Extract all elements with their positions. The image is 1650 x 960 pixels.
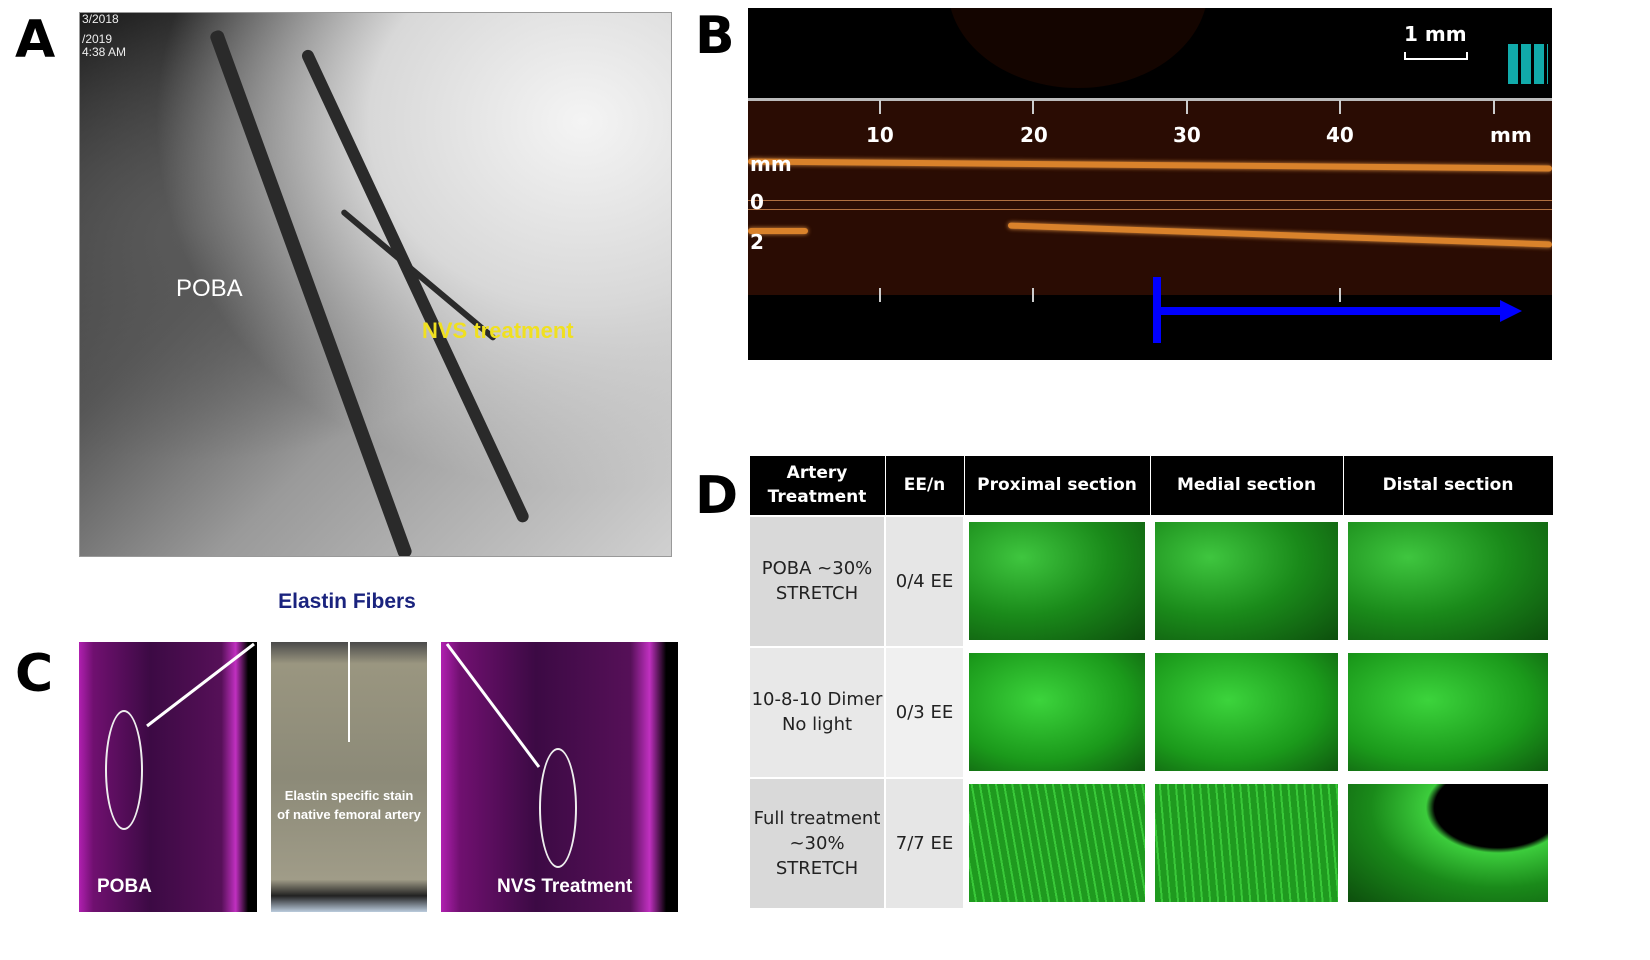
header-treatment: Artery Treatment	[748, 455, 886, 516]
proximal-image	[969, 784, 1145, 903]
x-tick-label: 20	[1020, 123, 1048, 147]
angiogram-image: 3/2018 /2019 4:38 AM POBA NVS treatment	[79, 12, 672, 557]
native-artery-stain-image: Elastin specific stain of native femoral…	[271, 642, 427, 912]
panel-label-b: B	[695, 6, 735, 66]
native-artery-caption: Elastin specific stain of native femoral…	[277, 788, 421, 822]
timestamp-line-3: 4:38 AM	[82, 45, 127, 59]
distal-image	[1348, 784, 1548, 903]
x-tick-label: 10	[866, 123, 894, 147]
nvs-treatment-label: NVS treatment	[422, 318, 574, 343]
medial-image	[1155, 522, 1338, 641]
y-axis-unit: mm	[750, 152, 792, 176]
een-cell: 7/7 EE	[884, 776, 965, 911]
y-tick-label: 0	[750, 190, 764, 214]
header-distal: Distal section	[1342, 455, 1554, 516]
distal-image	[1348, 522, 1548, 641]
medial-image	[1155, 784, 1338, 903]
panel-label-a: A	[15, 10, 56, 70]
blue-arrow	[1153, 307, 1503, 315]
header-proximal: Proximal section	[963, 455, 1151, 516]
oct-scan	[748, 100, 1552, 295]
poba-stain-label: POBA	[97, 876, 152, 897]
medial-image	[1155, 653, 1338, 772]
x-tick-label: 30	[1173, 123, 1201, 147]
panel-label-c: C	[15, 644, 54, 704]
een-cell: 0/3 EE	[884, 645, 965, 779]
timestamp-line-1: 3/2018	[82, 12, 119, 26]
timestamp-line-2: /2019	[82, 32, 113, 46]
treatment-cell: 10-8-10 Dimer No light	[748, 645, 886, 779]
header-een: EE/n	[884, 455, 965, 516]
proximal-image	[969, 522, 1145, 641]
table-row: 10-8-10 Dimer No light 0/3 EE	[748, 645, 1554, 779]
treatment-cell: Full treatment ~30% STRETCH	[748, 776, 886, 911]
poba-label: POBA	[176, 275, 243, 302]
arrow-head-icon	[1500, 300, 1522, 322]
panel-label-d: D	[695, 466, 739, 526]
pointer-arrows	[146, 642, 541, 768]
table-row: POBA ~30% STRETCH 0/4 EE	[748, 514, 1554, 648]
grid-icon	[1508, 44, 1548, 84]
elastin-fibers-title: Elastin Fibers	[278, 590, 416, 613]
proximal-image	[969, 653, 1145, 772]
treatment-cell: POBA ~30% STRETCH	[748, 514, 886, 648]
x-axis-unit: mm	[1490, 123, 1532, 147]
header-medial: Medial section	[1149, 455, 1344, 516]
distal-image	[1348, 653, 1548, 772]
scale-bar	[1404, 52, 1468, 60]
y-tick-label: 2	[750, 230, 764, 254]
table-row: Full treatment ~30% STRETCH 7/7 EE	[748, 776, 1554, 911]
elastin-results-table: Artery Treatment EE/n Proximal section M…	[748, 455, 1554, 911]
scale-bar-label: 1 mm	[1404, 22, 1467, 46]
nvs-stain-label: NVS Treatment	[497, 876, 633, 897]
een-cell: 0/4 EE	[884, 514, 965, 648]
table-header-row: Artery Treatment EE/n Proximal section M…	[748, 455, 1554, 516]
x-tick-label: 40	[1326, 123, 1354, 147]
oct-image: 1 mm 10 20 30 40 mm mm 0 2	[748, 8, 1552, 360]
poba-stain-image: POBA	[79, 642, 257, 912]
